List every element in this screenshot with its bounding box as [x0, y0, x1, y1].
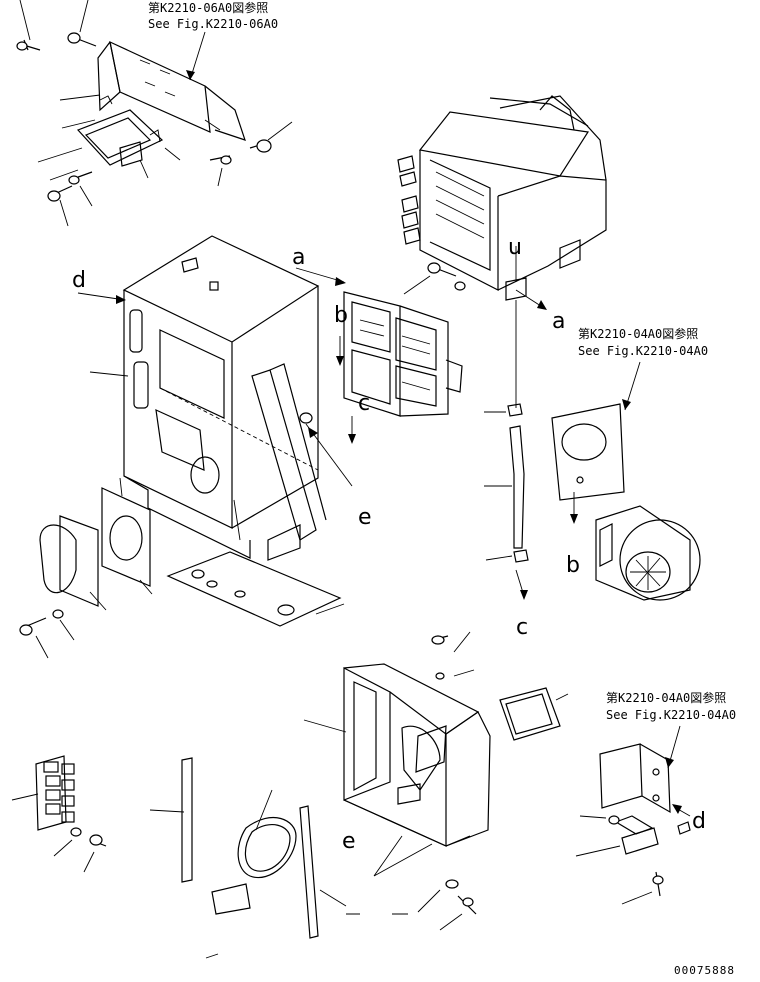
- drain-hose: c: [484, 300, 529, 640]
- letter-b-left: b: [334, 303, 348, 328]
- lower-case: e: [303, 631, 569, 931]
- letter-d-left: d: [72, 268, 86, 293]
- reference-en-top: See Fig.K2210-06A0: [148, 17, 278, 31]
- reference-callout-top: 第K2210-06A0図参照 See Fig.K2210-06A0: [148, 0, 278, 81]
- document-number: 00075888: [674, 964, 735, 977]
- letter-a-left: a: [292, 245, 305, 270]
- reference-jp-lower-right: 第K2210-04A0図参照: [606, 690, 726, 705]
- letter-d-right: d: [692, 809, 706, 834]
- heater-case: d: [72, 235, 327, 561]
- reference-jp-top: 第K2210-06A0図参照: [148, 0, 268, 15]
- reference-callout-right: 第K2210-04A0図参照 See Fig.K2210-04A0: [578, 326, 708, 411]
- seals-and-gaskets: [149, 757, 408, 959]
- letter-b-right: b: [566, 553, 580, 578]
- relay-block: [11, 755, 107, 873]
- letter-c-right: c: [516, 615, 528, 640]
- switch-bracket: d: [575, 743, 706, 905]
- letter-c-left: c: [358, 391, 370, 416]
- letter-e-lower: e: [342, 829, 356, 854]
- letter-u: u: [508, 235, 522, 260]
- filter-element: a b c e: [292, 245, 463, 530]
- letter-a-right: a: [552, 309, 565, 334]
- duct-and-plate: [19, 477, 345, 659]
- blower-motor: b: [551, 403, 701, 601]
- reference-callout-lower-right: 第K2210-04A0図参照 See Fig.K2210-04A0: [606, 690, 736, 769]
- reference-jp-right: 第K2210-04A0図参照: [578, 326, 698, 341]
- heater-unit: u a: [397, 95, 607, 334]
- letter-e-center: e: [358, 505, 372, 530]
- reference-en-right: See Fig.K2210-04A0: [578, 344, 708, 358]
- panel-bracket-assembly: [37, 40, 246, 181]
- reference-en-lower-right: See Fig.K2210-04A0: [606, 708, 736, 722]
- bolts-top-left: [16, 0, 293, 227]
